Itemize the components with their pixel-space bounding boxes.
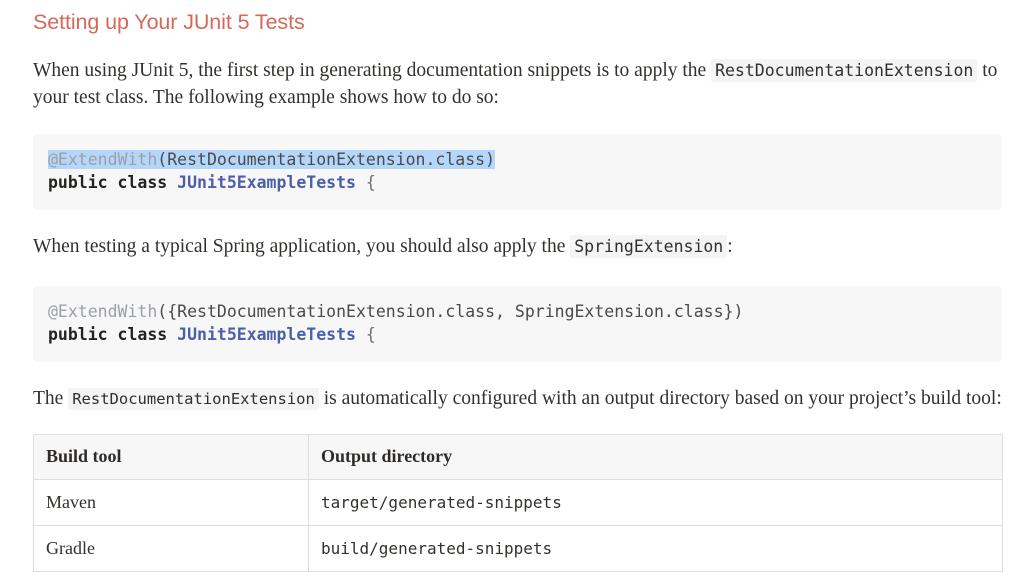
table-cell-build-tool: Maven [33,478,309,526]
paragraph-spring: When testing a typical Spring applicatio… [0,233,1020,260]
paragraph-intro: When using JUnit 5, the first step in ge… [0,57,1020,111]
paragraph-spring-text-before: When testing a typical Spring applicatio… [33,235,566,257]
code-token-annotation-args: ({RestDocumentationExtension.class, Spri… [157,301,744,321]
build-tool-output-directory-table: Build tool Output directory Maven target… [33,433,1003,572]
code-token-annotation: @ExtendWith [48,301,158,321]
inline-code-spring-extension: SpringExtension [570,234,728,258]
code-token-keywords: public class [48,324,168,344]
page-title: Setting up Your JUnit 5 Tests [33,10,305,34]
table-cell-output-directory: build/generated-snippets [308,524,1003,572]
code-block-1-wrapper: @ExtendWith(RestDocumentationExtension.c… [0,133,1020,210]
code-line-1-selection[interactable]: @ExtendWith(RestDocumentationExtension.c… [48,149,496,169]
table-cell-build-tool: Gradle [33,524,309,572]
table-header-row: Build tool Output directory [33,433,1003,480]
paragraph-output-text-before: The [33,387,64,409]
code-block-2-wrapper: @ExtendWith({RestDocumentationExtension.… [0,285,1020,362]
paragraph-spring-text-after: : [727,235,733,257]
code-token-annotation-args: (RestDocumentationExtension.class) [157,149,496,169]
code-token-keywords: public class [48,172,168,192]
table-row: Maven target/generated-snippets [33,478,1003,526]
paragraph-output-text-after: is automatically configured with an outp… [323,387,1002,409]
table-row: Gradle build/generated-snippets [33,524,1003,572]
code-block-junit5-extendwith[interactable]: @ExtendWith(RestDocumentationExtension.c… [33,133,1002,210]
build-tool-table-wrapper: Build tool Output directory Maven target… [0,433,1020,572]
inline-code-rest-documentation-extension: RestDocumentationExtension [711,58,978,82]
paragraph-intro-text-after: to your test class. The following exampl… [33,59,998,108]
code-token-class-name: JUnit5ExampleTests [177,172,356,192]
table-cell-output-directory: target/generated-snippets [308,478,1003,526]
table-header-output-directory: Output directory [308,433,1003,480]
code-token-annotation: @ExtendWith [48,149,158,169]
paragraph-intro-text-before: When using JUnit 5, the first step in ge… [33,59,707,81]
table-header-build-tool: Build tool [33,433,309,480]
inline-code-rest-documentation-extension-2: RestDocumentationExtension [68,387,319,410]
code-block-junit5-extendwith-spring[interactable]: @ExtendWith({RestDocumentationExtension.… [33,285,1002,362]
paragraph-output-directory: The RestDocumentationExtension is automa… [0,385,1020,413]
code-token-class-name: JUnit5ExampleTests [177,324,356,344]
code-token-brace: { [365,172,376,192]
code-token-brace: { [365,324,376,344]
